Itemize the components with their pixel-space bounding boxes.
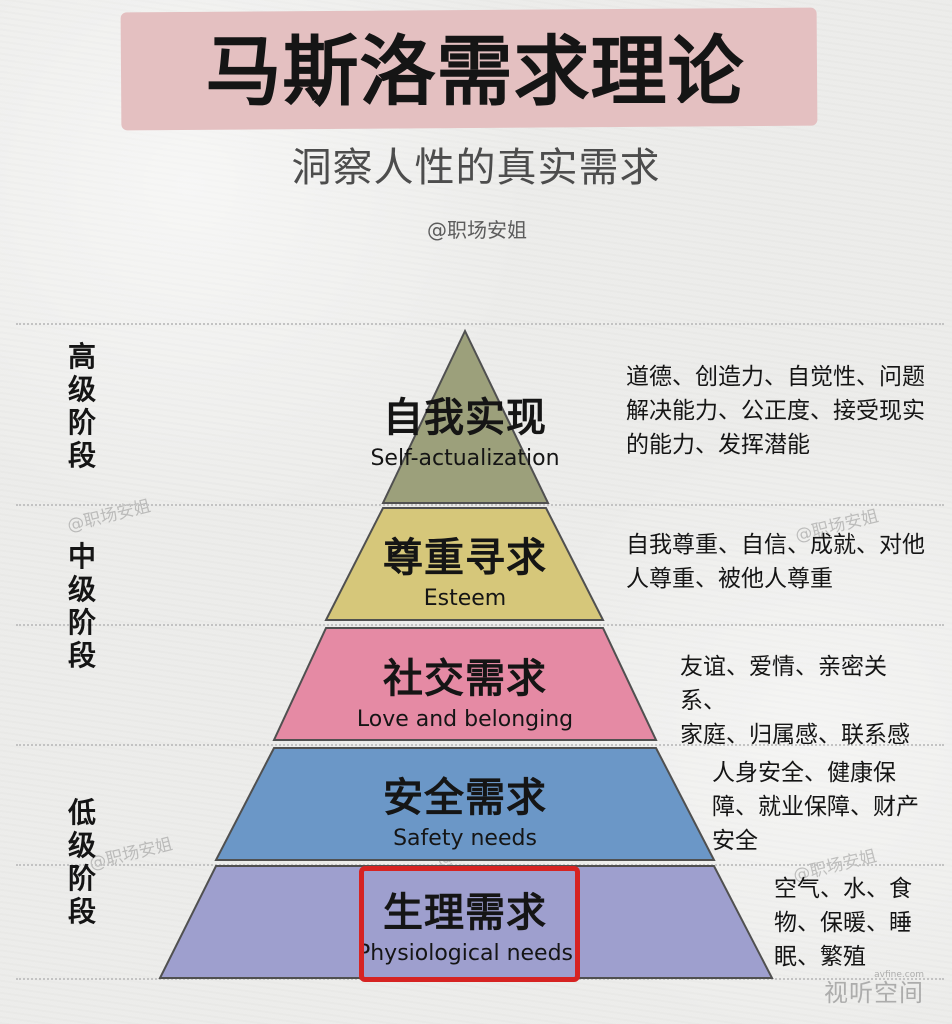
tier-label-self-actualization: 自我实现 Self-actualization <box>350 398 580 470</box>
tier-label-physiological: 生理需求 Physiological needs <box>355 893 575 965</box>
stage-label-middle: 中 级 阶 段 <box>67 540 96 673</box>
physiological-highlight-box <box>359 866 580 982</box>
tier-title: 生理需求 <box>383 890 547 936</box>
pyramid-tier-self-actualization <box>381 328 550 504</box>
tier-subtitle: Self-actualization <box>370 446 560 471</box>
pyramid-tier-safety <box>214 747 716 861</box>
tier-label-safety: 安全需求 Safety needs <box>340 778 590 850</box>
stage-label-low: 低 级 阶 段 <box>67 796 96 929</box>
tier-subtitle: Love and belonging <box>356 707 574 732</box>
author-credit: @职场安姐 <box>427 218 527 242</box>
tier-description-esteem: 自我尊重、自信、成就、对他 人尊重、被他人尊重 <box>626 532 925 593</box>
page-subtitle: 洞察人性的真实需求 <box>291 145 661 191</box>
tier-description-self-actualization: 道德、创造力、自觉性、问题 解决能力、公正度、接受现实 的能力、发挥潜能 <box>626 364 925 459</box>
stage-divider <box>16 744 944 746</box>
tier-label-love-belonging: 社交需求 Love and belonging <box>340 659 590 731</box>
tier-title: 安全需求 <box>383 775 547 821</box>
stage-divider <box>16 624 944 626</box>
tier-description-physiological: 空气、水、食 物、保暖、睡 眠、繁殖 <box>774 876 912 971</box>
pyramid-tier-esteem <box>324 507 605 621</box>
tier-title: 自我实现 <box>383 395 547 441</box>
tier-subtitle: Physiological needs <box>356 941 574 966</box>
stage-divider <box>16 504 944 506</box>
stage-divider <box>16 323 944 325</box>
tier-title: 尊重寻求 <box>383 535 547 581</box>
tier-subtitle: Esteem <box>423 586 507 611</box>
tier-description-love-belonging: 友谊、爱情、亲密关系、 家庭、归属感、联系感 <box>680 654 910 749</box>
corner-watermark: avfine.com 视听空间 <box>824 970 924 1007</box>
tier-title: 社交需求 <box>383 656 547 702</box>
tier-description-safety: 人身安全、健康保 障、就业保障、财产 安全 <box>712 760 919 855</box>
corner-watermark-big: 视听空间 <box>824 978 924 1007</box>
page-title: 马斯洛需求理论 <box>205 27 745 116</box>
tier-label-esteem: 尊重寻求 Esteem <box>350 538 580 610</box>
tier-subtitle: Safety needs <box>393 826 537 851</box>
pyramid-tier-love-belonging <box>272 627 658 741</box>
corner-watermark-small: avfine.com <box>874 970 924 981</box>
stage-label-high: 高 级 阶 段 <box>67 340 96 473</box>
